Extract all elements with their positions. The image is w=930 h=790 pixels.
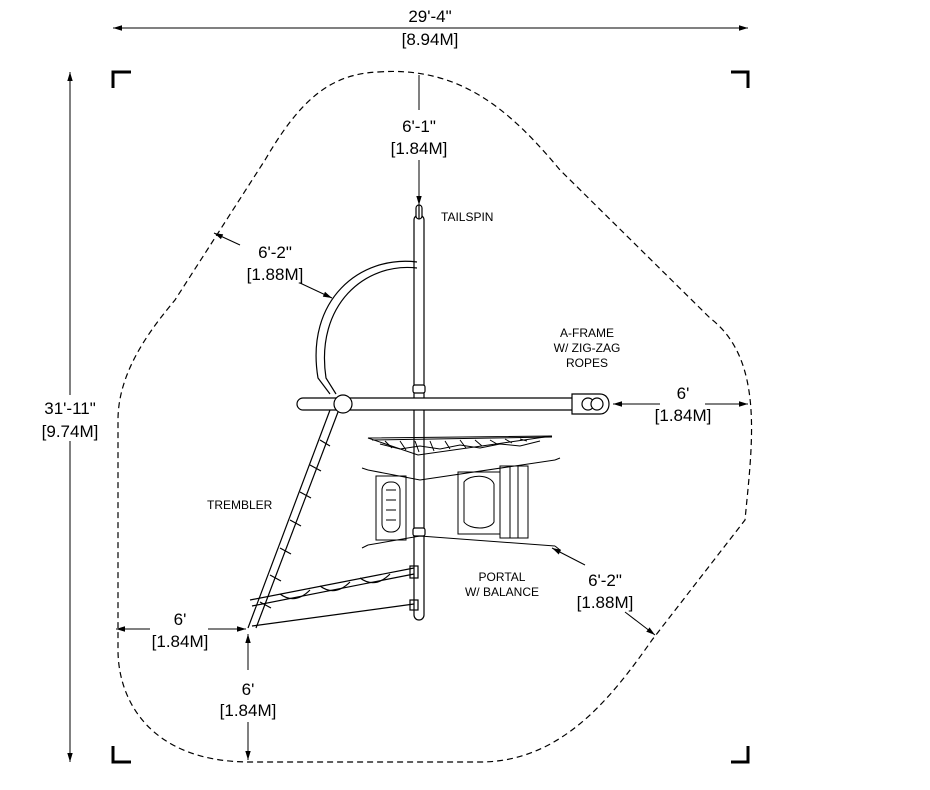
left-clearance-dimension: 6' [1.84M] <box>116 610 246 651</box>
label-aframe-line3: ROPES <box>566 356 608 370</box>
label-aframe-line1: A-FRAME <box>560 326 614 340</box>
lower-right-clearance-imperial: 6'-2" <box>588 571 622 590</box>
right-clearance-imperial: 6' <box>677 384 690 403</box>
bottom-clearance-metric: [1.84M] <box>220 701 277 720</box>
lower-right-clearance-metric: [1.88M] <box>577 593 634 612</box>
aframe-beam <box>296 393 610 415</box>
bottom-clearance-dimension: 6' [1.84M] <box>220 634 277 760</box>
arc-clearance-imperial: 6'-2" <box>258 243 292 262</box>
label-aframe-line2: W/ ZIG-ZAG <box>554 341 621 355</box>
top-clearance-metric: [1.84M] <box>391 139 448 158</box>
lower-right-clearance-dimension: 6'-2" [1.88M] <box>551 547 656 636</box>
component-labels: TAILSPIN A-FRAME W/ ZIG-ZAG ROPES TREMBL… <box>207 210 620 599</box>
arc-clearance-dimension: 6'-2" [1.88M] <box>213 232 333 299</box>
overall-width-imperial: 29'-4" <box>408 7 451 26</box>
overall-height-imperial: 31'-11" <box>44 399 96 418</box>
corner-marks <box>111 70 750 764</box>
left-clearance-metric: [1.84M] <box>152 632 209 651</box>
arc-clearance-metric: [1.88M] <box>247 265 304 284</box>
portal-structure <box>361 457 561 551</box>
top-clearance-imperial: 6'-1" <box>402 117 436 136</box>
bottom-clearance-imperial: 6' <box>242 680 255 699</box>
overall-height-metric: [9.74M] <box>42 422 99 441</box>
right-clearance-metric: [1.84M] <box>655 406 712 425</box>
label-portal-line2: W/ BALANCE <box>465 585 539 599</box>
left-clearance-imperial: 6' <box>174 610 187 629</box>
label-portal-line1: PORTAL <box>479 570 526 584</box>
overall-width-metric: [8.94M] <box>402 30 459 49</box>
trembler-bridge <box>247 409 419 629</box>
overall-width-dimension: 29'-4" [8.94M] <box>113 7 748 49</box>
label-tailspin: TAILSPIN <box>441 210 493 224</box>
tailspin-arc <box>315 260 418 395</box>
label-trembler: TREMBLER <box>207 498 273 512</box>
overall-height-dimension: 31'-11" [9.74M] <box>38 72 102 762</box>
top-clearance-dimension: 6'-1" [1.84M] <box>391 75 448 205</box>
right-clearance-dimension: 6' [1.84M] <box>613 384 748 425</box>
tailspin-pole <box>412 204 426 621</box>
aframe-rope-net <box>367 435 553 456</box>
